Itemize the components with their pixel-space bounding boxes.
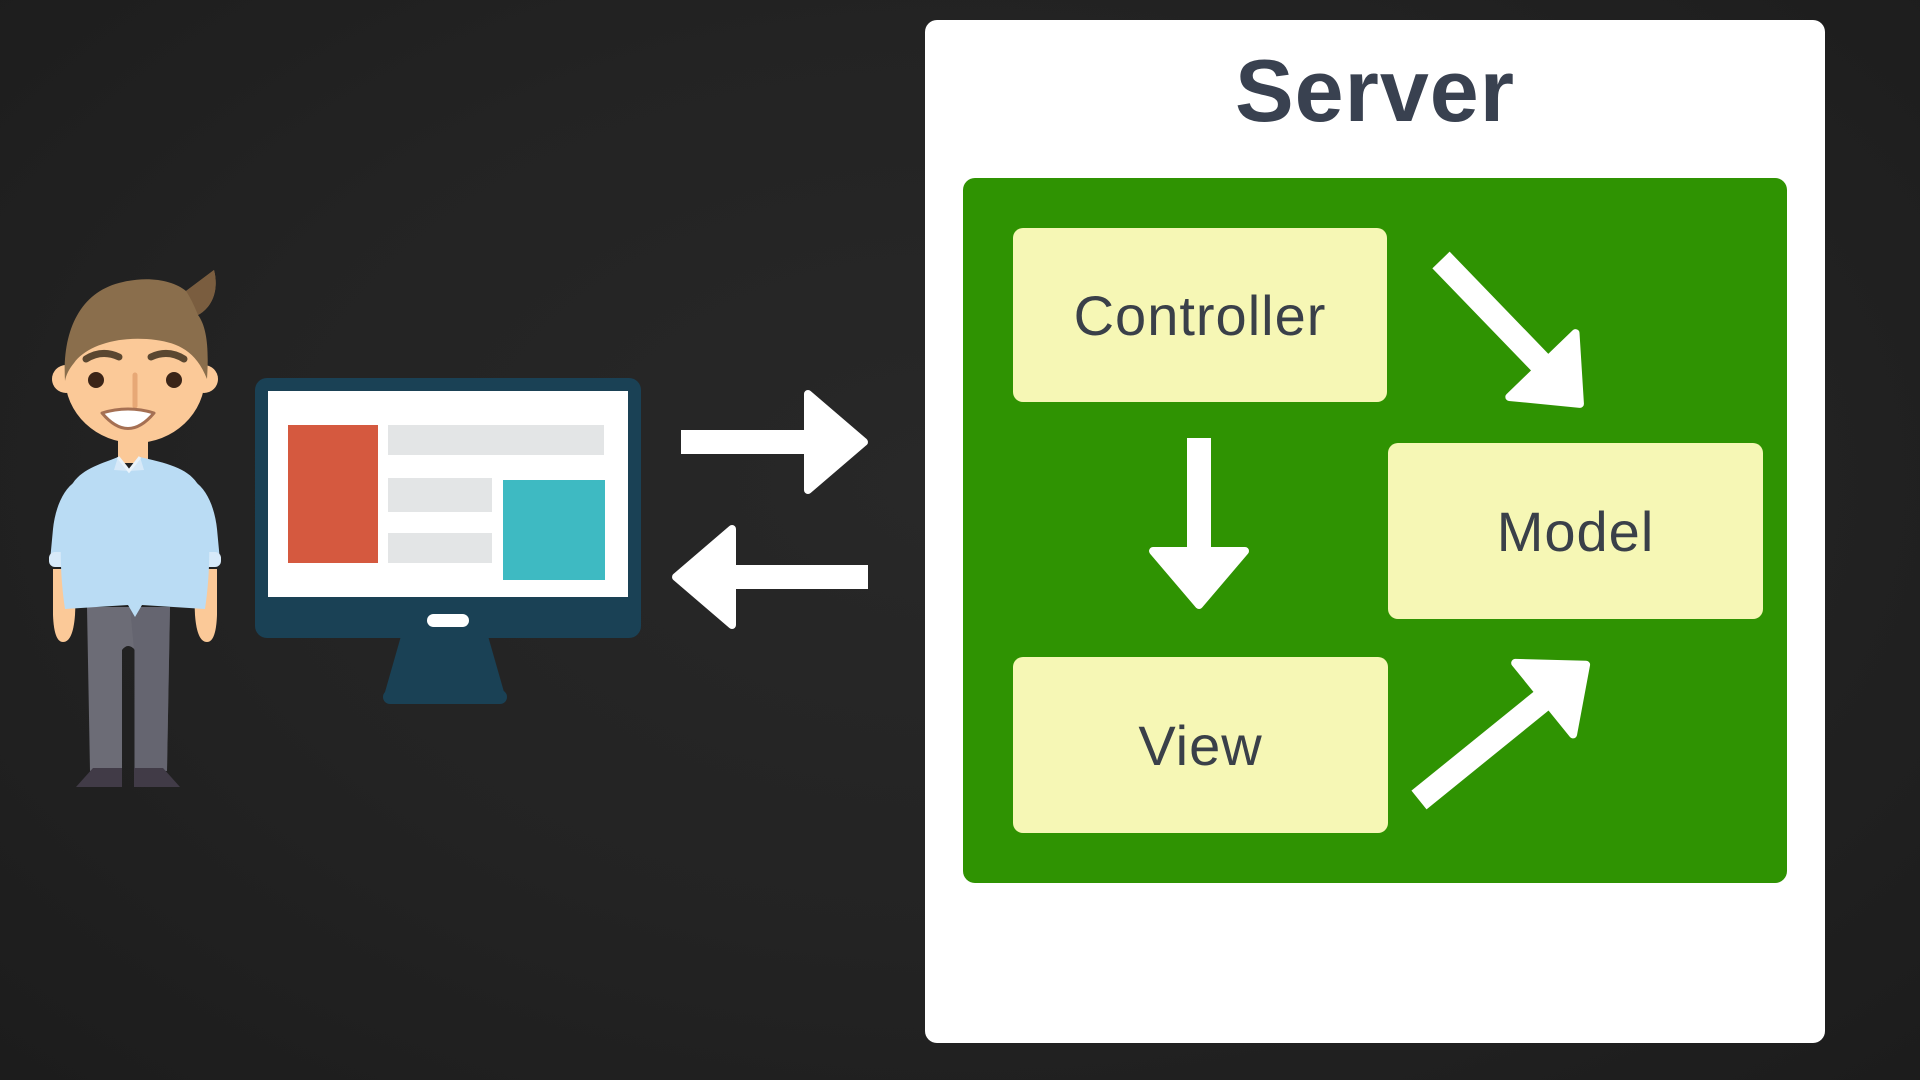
person-illustration: [49, 270, 221, 787]
hair-highlight: [186, 270, 216, 315]
view-label: View: [1138, 713, 1263, 777]
shirt: [60, 457, 210, 617]
left-eye: [88, 372, 104, 388]
arrow-down-right-icon: [1432, 251, 1584, 408]
screen-text-bar-2: [388, 478, 492, 512]
monitor-illustration: [255, 378, 641, 704]
arrow-down-icon: [1149, 438, 1249, 609]
pants-shading: [130, 607, 170, 771]
mvc-container: Controller Model View: [963, 178, 1787, 883]
arrow-left-icon: [672, 525, 868, 629]
right-eye: [166, 372, 182, 388]
smile-mouth: [100, 407, 156, 430]
collar-line: [116, 456, 142, 474]
screen-text-bar-3: [388, 533, 492, 563]
right-eyebrow: [147, 350, 188, 363]
screen-text-bar-1: [388, 425, 604, 455]
controller-box: Controller: [1013, 228, 1387, 402]
model-label: Model: [1496, 499, 1655, 563]
monitor-chin-logo: [427, 614, 469, 627]
arrow-right-icon: [681, 390, 868, 494]
left-eyebrow: [82, 350, 123, 363]
screen-media-block: [503, 480, 605, 580]
controller-label: Controller: [1073, 283, 1327, 347]
monitor-base: [383, 690, 507, 704]
right-shoe: [134, 768, 180, 787]
server-title: Server: [1234, 41, 1515, 140]
person-body: [49, 433, 221, 642]
model-box: Model: [1388, 443, 1763, 619]
screen-hero-block: [288, 425, 378, 563]
view-box: View: [1013, 657, 1388, 833]
person-legs: [76, 607, 180, 787]
monitor-stand: [385, 636, 504, 692]
arrow-up-right-icon: [1411, 658, 1591, 810]
server-panel: Server Controller Model View: [925, 20, 1825, 1043]
hair: [64, 270, 216, 381]
person-head: [52, 270, 218, 443]
left-shoe: [76, 768, 122, 787]
